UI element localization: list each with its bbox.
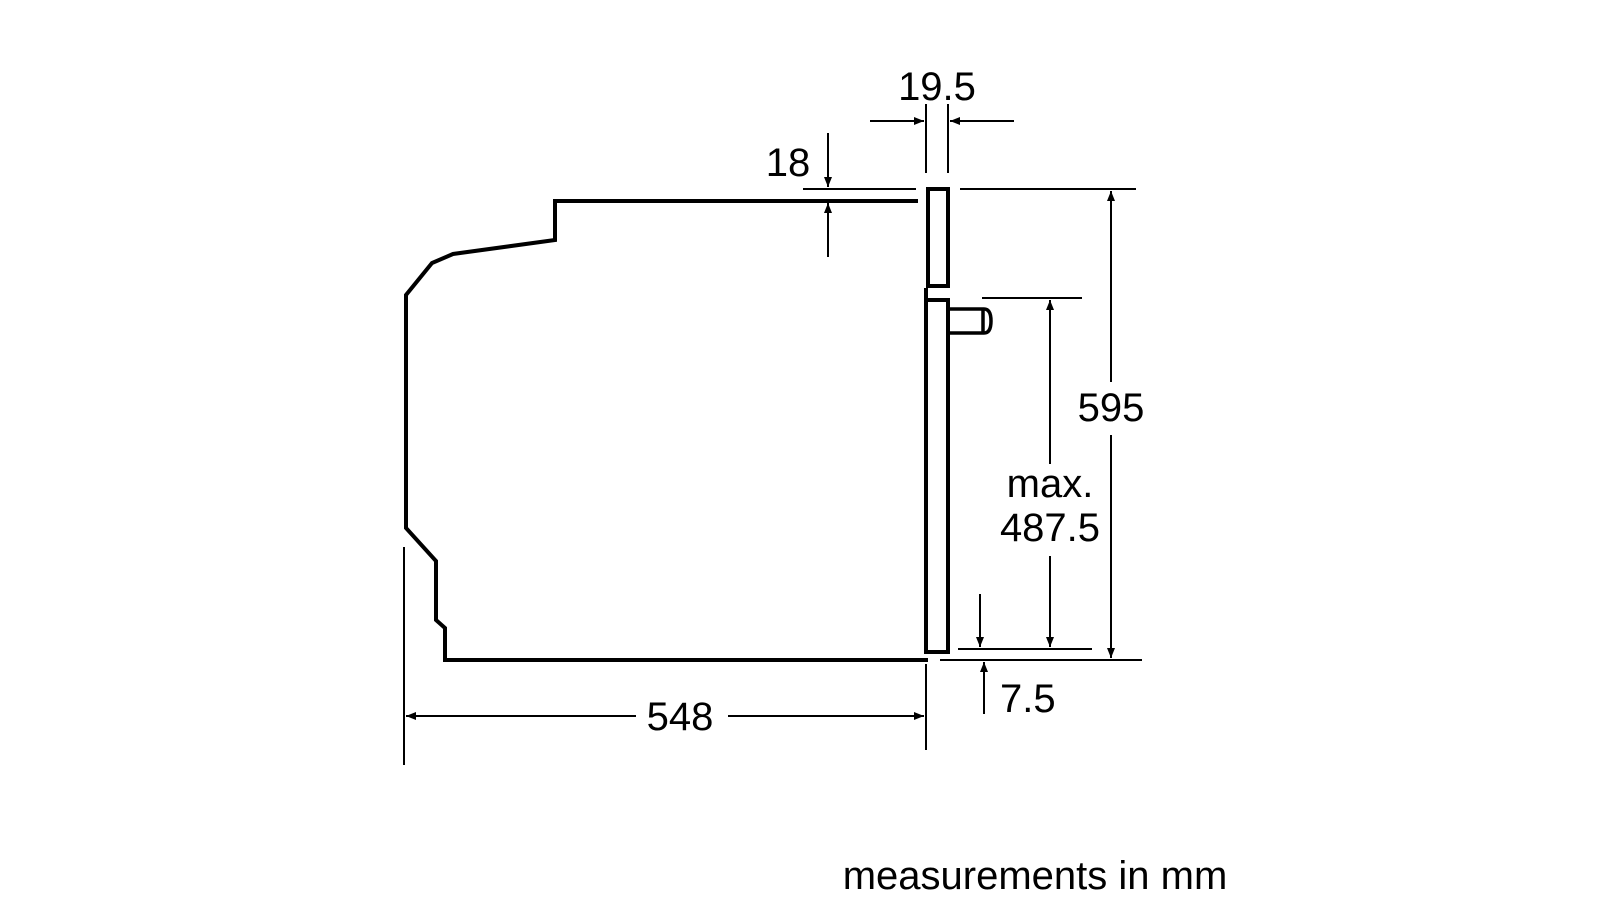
height-label: 595 — [1078, 386, 1145, 430]
units-caption: measurements in mm — [843, 854, 1228, 898]
depth-label: 548 — [647, 695, 714, 739]
dimension-lines — [406, 117, 1115, 720]
oven-door — [924, 187, 950, 654]
max-height-prefix-label: max. — [1007, 462, 1094, 506]
top-offset-label: 18 — [766, 141, 811, 185]
door-top-panel — [926, 187, 950, 288]
door-thickness-label: 19.5 — [898, 65, 976, 109]
extension-lines — [403, 104, 1142, 765]
oven-handle — [950, 307, 993, 335]
bottom-offset-label: 7.5 — [1000, 677, 1056, 721]
max-height-value-label: 487.5 — [1000, 506, 1100, 550]
door-front-panel — [924, 288, 950, 654]
oven-body-outline — [404, 199, 928, 662]
